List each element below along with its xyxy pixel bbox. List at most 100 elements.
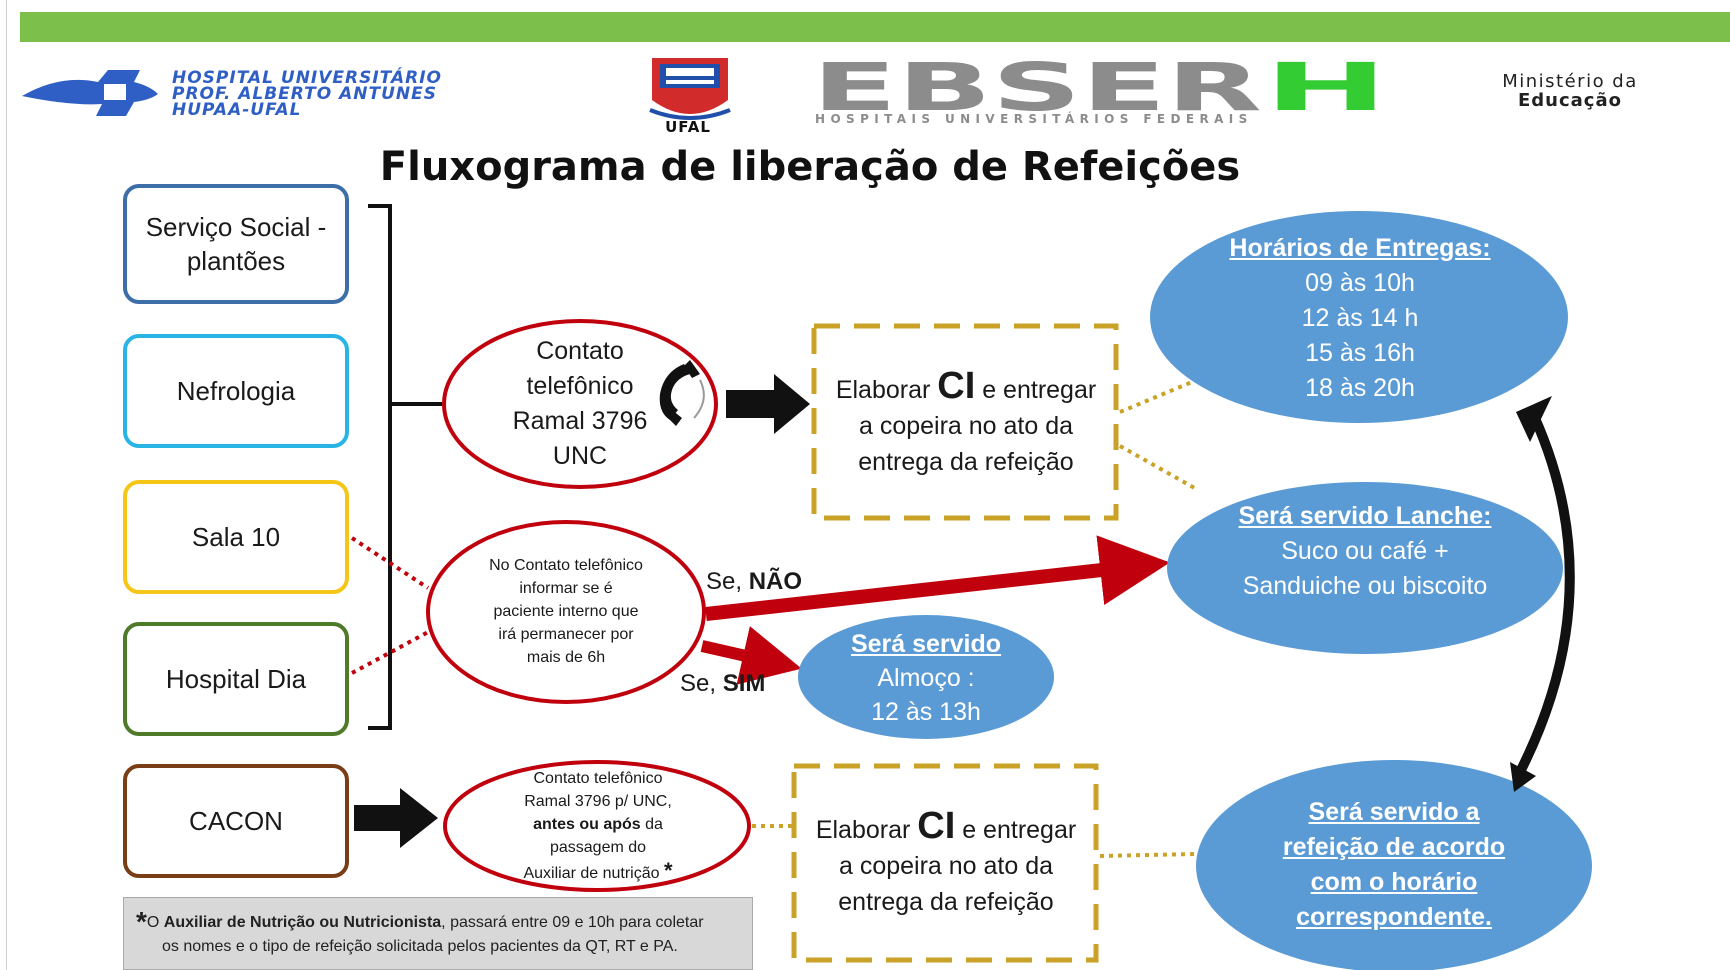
source-sala10-label: Sala 10: [191, 522, 281, 552]
contact-oval-1: [442, 319, 718, 489]
hospital-line-2: PROF. ALBERTO ANTUNES: [172, 84, 437, 104]
hospital-line-3: HUPAA-UFAL: [172, 100, 302, 120]
contact-2-line-2: informar se é: [519, 579, 613, 597]
contact-1-line-4: UNC: [552, 442, 608, 470]
ci1-to-lanche: [1119, 444, 1199, 492]
almoco-text: Será servido Almoço : 12 às 13h: [814, 624, 1038, 732]
contact-2-line-1: No Contato telefônico: [489, 556, 643, 574]
contact-1-line-3: Ramal 3796: [512, 407, 648, 435]
ebserh-logo-h: H: [1264, 49, 1388, 126]
lanche-text: Será servido Lanche: Suco ou café + Sand…: [1190, 496, 1540, 606]
source-nefrologia: Nefrologia: [123, 334, 349, 448]
footnote-star: *: [136, 906, 147, 937]
horarios-oval: [1150, 211, 1568, 423]
page-title: Fluxograma de liberação de Refeições: [379, 144, 1241, 190]
ci-box-2-ci: CI: [917, 805, 956, 847]
refeicao-line-3: com o horário: [1310, 868, 1478, 896]
horarios-slot-4: 18 às 20h: [1305, 373, 1415, 402]
contact-3-text: Contato telefônico Ramal 3796 p/ UNC, an…: [486, 766, 710, 886]
ci-box-1-suffix: e entregar: [975, 376, 1097, 404]
refeicao-oval: [1196, 760, 1592, 970]
branch-yes-label: Se, SIM: [680, 670, 765, 698]
arrow-yes-to-almoco: [700, 626, 802, 685]
ministry-line-1: Ministério da: [1502, 71, 1638, 92]
contact-3-line-3-rest: da: [640, 816, 663, 833]
hospital-line-1: HOSPITAL UNIVERSITÁRIO: [172, 68, 442, 88]
ufal-label: UFAL: [665, 118, 711, 136]
horarios-text: Horários de Entregas: 09 às 10h 12 às 14…: [1180, 228, 1540, 408]
ci-box-2-line-2: a copeira no ato da: [838, 852, 1054, 880]
branch-no-label: Se, NÃO: [706, 568, 802, 596]
branch-yes-word: SIM: [722, 670, 766, 697]
hospital-cross-logo: [22, 70, 158, 116]
horarios-slot-1: 09 às 10h: [1305, 268, 1415, 297]
horarios-title: Horários de Entregas:: [1229, 233, 1491, 262]
hospital-name: HOSPITAL UNIVERSITÁRIO PROF. ALBERTO ANT…: [172, 68, 442, 120]
ci-box-1: [811, 323, 1119, 521]
ci-box-2-line-3: entrega da refeição: [838, 888, 1054, 916]
ci-box-1-line-1: Elaborar CI e entregar: [820, 365, 1112, 408]
contact-1-line-1: Contato: [536, 337, 624, 365]
refeicao-line-1: Será servido a: [1308, 798, 1480, 826]
ci-box-1-ci: CI: [937, 365, 976, 407]
footnote-box: *O Auxiliar de Nutrição ou Nutricionista…: [123, 897, 753, 970]
refeicao-line-4: correspondente.: [1296, 903, 1492, 931]
branch-no-prefix: Se,: [706, 568, 749, 595]
phone-icon: [659, 360, 705, 426]
ufal-crest: [649, 58, 731, 120]
footnote-line-2: os nomes e o tipo de refeição solicitada…: [162, 938, 678, 955]
arrow-cacon-to-contact: [354, 788, 438, 848]
contact-3-line-3: antes ou após da: [533, 813, 663, 836]
arrow-refeicao-to-horarios-tail: [1510, 762, 1536, 792]
arrow-refeicao-to-horarios-head: [1516, 396, 1552, 442]
ci-box-2: [791, 763, 1099, 963]
branch-yes-prefix: Se,: [680, 670, 723, 697]
arrow-no-to-lanche: [705, 535, 1170, 621]
sala10-connector: [350, 536, 430, 590]
ci1-to-horarios: [1119, 380, 1193, 414]
contact-2-text: No Contato telefônico informar se é paci…: [450, 554, 682, 668]
contact-3-star: *: [663, 858, 673, 883]
contact-2-line-5: mais de 6h: [526, 648, 606, 666]
lanche-oval: [1167, 482, 1563, 654]
contact-3-line-4: passagem do: [549, 839, 647, 856]
ci-box-1-line-2: a copeira no ato da: [858, 412, 1074, 440]
arrow-refeicao-to-horarios: [1515, 413, 1575, 775]
ci-box-1-text: Elaborar CI e entregar a copeira no ato …: [820, 365, 1112, 480]
almoco-title: Será servido: [850, 630, 1002, 658]
contact-1-text: Contato telefônico Ramal 3796 UNC: [460, 334, 700, 474]
branch-no-word: NÃO: [748, 568, 803, 595]
source-cacon-label: CACON: [189, 806, 283, 836]
ministry-label: Ministério da Educação: [1440, 72, 1700, 110]
footnote-rest: , passará entre 09 e 10h para coletar: [441, 914, 704, 931]
lanche-line-2: Sanduiche ou biscoito: [1242, 571, 1488, 600]
hospital-dia-connector: [351, 628, 433, 675]
ebserh-logo: EBSER H: [812, 49, 1388, 126]
contact-oval-3: [443, 760, 751, 892]
contact-3-line-5: Auxiliar de nutrição *: [523, 859, 672, 885]
contact-2-line-4: irá permanecer por: [498, 625, 634, 643]
ci-box-2-line-1: Elaborar CI e entregar: [800, 805, 1092, 848]
refeicao-line-2: refeição de acordo: [1282, 833, 1506, 861]
horarios-slot-2: 12 às 14 h: [1301, 303, 1419, 332]
refeicao-text: Será servido a refeição de acordo com o …: [1234, 790, 1554, 940]
sources-bracket: [368, 204, 392, 730]
ci-box-2-prefix: Elaborar: [815, 816, 918, 844]
ci-box-2-text: Elaborar CI e entregar a copeira no ato …: [800, 805, 1092, 920]
source-sala10: Sala 10: [123, 480, 349, 594]
almoco-line-1: Almoço :: [877, 664, 975, 692]
ci-box-1-line-3: entrega da refeição: [858, 448, 1074, 476]
footnote-bold: Auxiliar de Nutrição ou Nutricionista: [163, 914, 442, 931]
source-hospital-dia: Hospital Dia: [123, 622, 349, 736]
almoco-line-2: 12 às 13h: [871, 698, 981, 726]
ci-box-1-prefix: Elaborar: [835, 376, 938, 404]
footnote-pre: O: [146, 914, 164, 931]
horarios-slot-3: 15 às 16h: [1305, 338, 1415, 367]
source-cacon: CACON: [123, 764, 349, 878]
contact-3-line-5-text: Auxiliar de nutrição: [523, 865, 660, 882]
source-nefrologia-label: Nefrologia: [176, 376, 296, 406]
source-hospital-dia-label: Hospital Dia: [165, 664, 307, 694]
almoco-oval: [798, 615, 1054, 739]
source-servico-social-label: Serviço Social - plantões: [145, 212, 327, 276]
